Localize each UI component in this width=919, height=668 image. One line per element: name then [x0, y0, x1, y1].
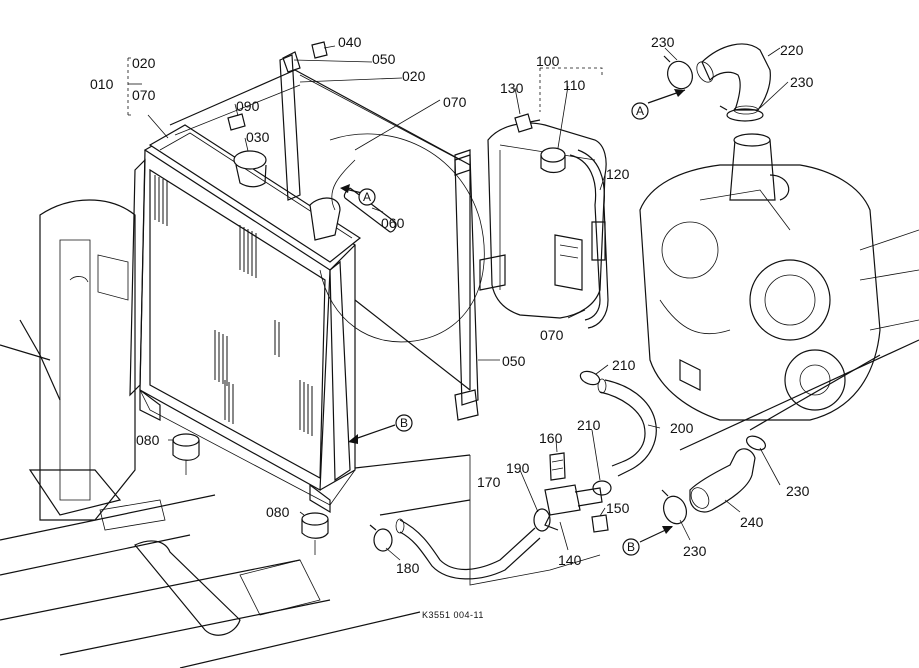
callout-a-lower-letter: A — [363, 190, 371, 204]
part-label-230: 230 — [786, 483, 810, 499]
hose-clamp-210-lower — [592, 480, 612, 496]
hose-clamp-230-lower-right — [745, 435, 767, 451]
radiator-stay-rear — [279, 51, 301, 201]
rubber-mount-upper — [172, 433, 200, 475]
part-label-080: 080 — [266, 504, 290, 520]
part-label-050: 050 — [502, 353, 526, 369]
callout-arrow-a-upper — [647, 89, 686, 104]
tee-joint — [544, 484, 603, 531]
hose-clamp-210-upper — [579, 370, 601, 386]
group-bracket-100 — [539, 67, 603, 112]
group-bracket-010 — [127, 57, 134, 116]
part-label-240: 240 — [740, 514, 764, 530]
part-label-200: 200 — [670, 420, 694, 436]
water-pipe — [395, 518, 541, 580]
bypass-hose — [597, 378, 657, 477]
bolt-040 — [311, 41, 328, 59]
callout-a-upper-letter: A — [636, 104, 644, 118]
group-bracket-170 — [469, 455, 601, 586]
part-label-210: 210 — [577, 417, 601, 433]
part-label-070: 070 — [132, 87, 156, 103]
part-label-160: 160 — [539, 430, 563, 446]
hose-clamp-190 — [533, 508, 551, 532]
hose-clamp-180 — [369, 524, 393, 552]
bolt-090 — [227, 113, 246, 131]
hose-clamp-230-lower-left — [661, 489, 687, 525]
hose-clamp-230-upper-left — [663, 55, 693, 90]
part-label-220: 220 — [780, 42, 804, 58]
part-label-020: 020 — [402, 68, 426, 84]
breather-bolt — [514, 113, 541, 133]
drawing-code: K3551 004-11 — [422, 610, 484, 620]
fan-shroud-left-panel — [28, 199, 136, 521]
lower-hose — [689, 448, 756, 513]
overflow-hose — [569, 149, 609, 329]
frame-rails — [0, 319, 471, 668]
fan-shroud — [169, 69, 485, 391]
callout-b-lower: B — [622, 538, 640, 556]
part-label-050: 050 — [372, 51, 396, 67]
part-label-190: 190 — [506, 460, 530, 476]
part-label-210: 210 — [612, 357, 636, 373]
part-label-150: 150 — [606, 500, 630, 516]
part-label-030: 030 — [246, 129, 270, 145]
part-label-230: 230 — [683, 543, 707, 559]
drain-cock — [549, 452, 566, 481]
part-label-060: 060 — [381, 215, 405, 231]
part-label-230: 230 — [651, 34, 675, 50]
part-label-040: 040 — [338, 34, 362, 50]
hose-clamp-230-upper-right — [719, 105, 764, 122]
part-label-130: 130 — [500, 80, 524, 96]
engine-water-pump — [639, 133, 919, 451]
part-label-090: 090 — [236, 98, 260, 114]
callout-a-lower: A — [358, 188, 376, 206]
part-labels: 010 020 070 040 050 020 070 090 030 060 … — [90, 34, 814, 576]
leader-lines — [128, 45, 789, 561]
part-label-010: 010 — [90, 76, 114, 92]
part-label-140: 140 — [558, 552, 582, 568]
part-label-100: 100 — [536, 53, 560, 69]
callout-arrow-b-upper — [348, 424, 396, 444]
part-label-070: 070 — [540, 327, 564, 343]
callout-b-upper: B — [395, 414, 413, 432]
upper-hose — [696, 43, 771, 115]
part-label-230: 230 — [790, 74, 814, 90]
part-label-180: 180 — [396, 560, 420, 576]
radiator-stay-front — [454, 149, 479, 421]
callout-arrow-b-lower — [639, 526, 673, 543]
part-label-020: 020 — [132, 55, 156, 71]
part-label-080: 080 — [136, 432, 160, 448]
reservoir-tank — [479, 122, 607, 319]
callout-b-upper-letter: B — [400, 416, 408, 430]
radiator-core — [129, 124, 362, 514]
rubber-mount-lower — [301, 512, 329, 555]
part-label-110: 110 — [563, 77, 586, 93]
callout-b-lower-letter: B — [627, 540, 635, 554]
callout-a-upper: A — [631, 102, 649, 120]
part-label-170: 170 — [477, 474, 501, 490]
drain-plug — [591, 514, 609, 533]
part-label-070: 070 — [443, 94, 467, 110]
part-label-120: 120 — [606, 166, 630, 182]
